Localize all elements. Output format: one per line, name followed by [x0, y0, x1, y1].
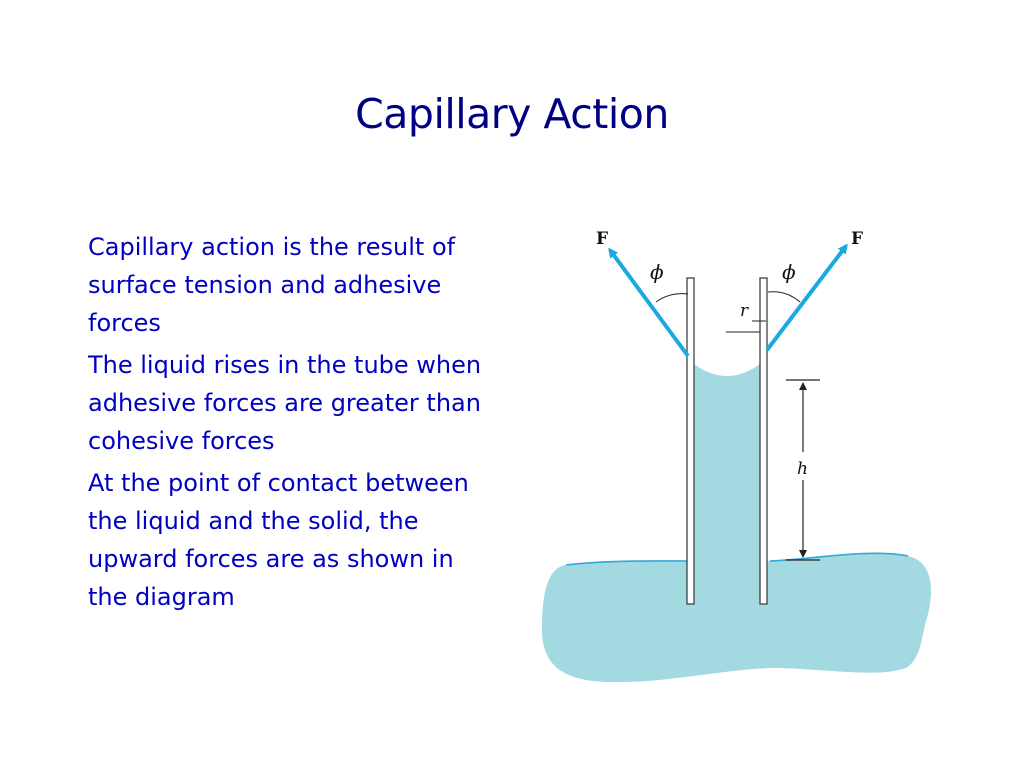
force-label-right: F	[851, 229, 863, 249]
tube-wall-left	[686, 277, 695, 605]
height-label: h	[797, 459, 808, 479]
angle-label-left: ϕ	[650, 260, 664, 284]
reservoir-surface-line	[565, 552, 909, 566]
reservoir-liquid	[541, 553, 932, 683]
force-arrow-right	[765, 243, 848, 352]
angle-arc-left	[655, 293, 689, 303]
slide-title: Capillary Action	[355, 90, 669, 138]
bullet-item: Capillary action is the result of surfac…	[88, 233, 456, 337]
bullet-item: At the point of contact between the liqu…	[88, 469, 469, 611]
capillary-diagram: F F ϕ ϕ r h	[541, 229, 932, 683]
bullet-item: The liquid rises in the tube when adhesi…	[88, 351, 482, 455]
force-label-left: F	[596, 229, 608, 249]
tube-wall-right	[759, 277, 768, 605]
bullet-list: Capillary action is the result of surfac…	[88, 228, 498, 620]
force-arrow-left	[608, 247, 690, 358]
radius-label: r	[740, 301, 749, 321]
angle-label-right: ϕ	[782, 260, 796, 284]
liquid-column	[694, 364, 760, 568]
angle-arc-right	[767, 291, 801, 303]
